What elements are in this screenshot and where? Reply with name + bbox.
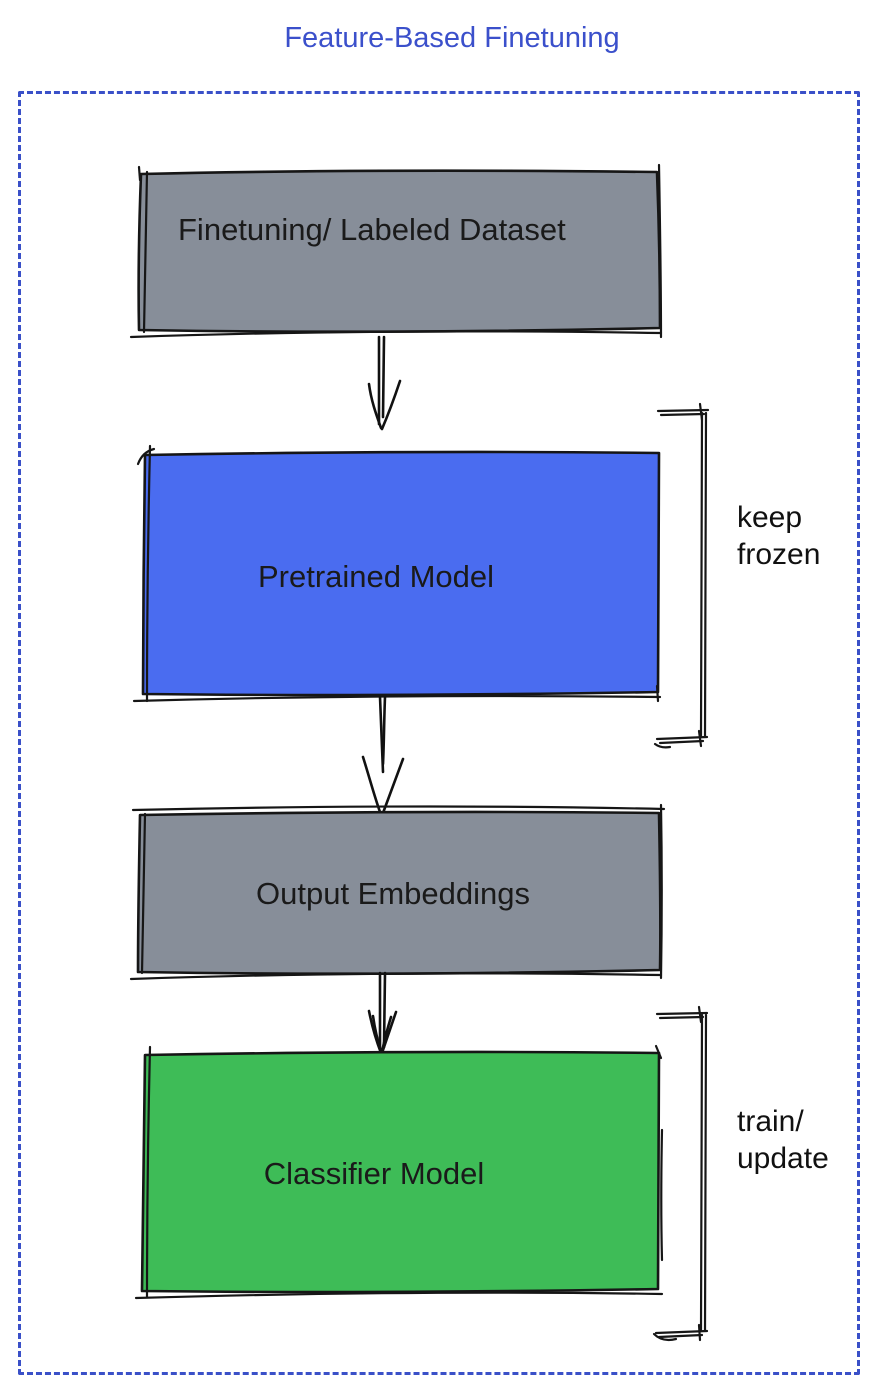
box-pretrained-model — [132, 444, 662, 703]
box-label-pretrained-model: Pretrained Model — [257, 559, 495, 594]
annotation-train-update: train/ update — [737, 1105, 829, 1175]
bracket-train-update — [652, 1005, 709, 1342]
diagram-title: Feature-Based Finetuning — [284, 22, 620, 54]
box-output-embeddings — [129, 803, 666, 981]
box-finetuning-dataset-rect — [137, 169, 662, 334]
box-finetuning-dataset — [129, 163, 663, 339]
box-label-finetuning-dataset: Finetuning/ Labeled Dataset — [178, 212, 566, 247]
box-output-embeddings-rect — [136, 810, 662, 976]
box-label-output-embeddings: Output Embeddings — [255, 876, 531, 911]
box-classifier-model — [134, 1044, 664, 1300]
annotation-keep-frozen: keep frozen — [737, 501, 821, 571]
arrow-embeddings-to-classifier — [367, 971, 398, 1055]
box-label-classifier-model: Classifier Model — [263, 1156, 485, 1191]
arrow-pretrained-to-embeddings — [361, 695, 405, 815]
box-classifier-model-rect — [140, 1050, 661, 1294]
bracket-keep-frozen — [653, 402, 710, 749]
arrow-dataset-to-pretrained — [367, 335, 402, 431]
dashed-frame — [18, 91, 860, 1375]
